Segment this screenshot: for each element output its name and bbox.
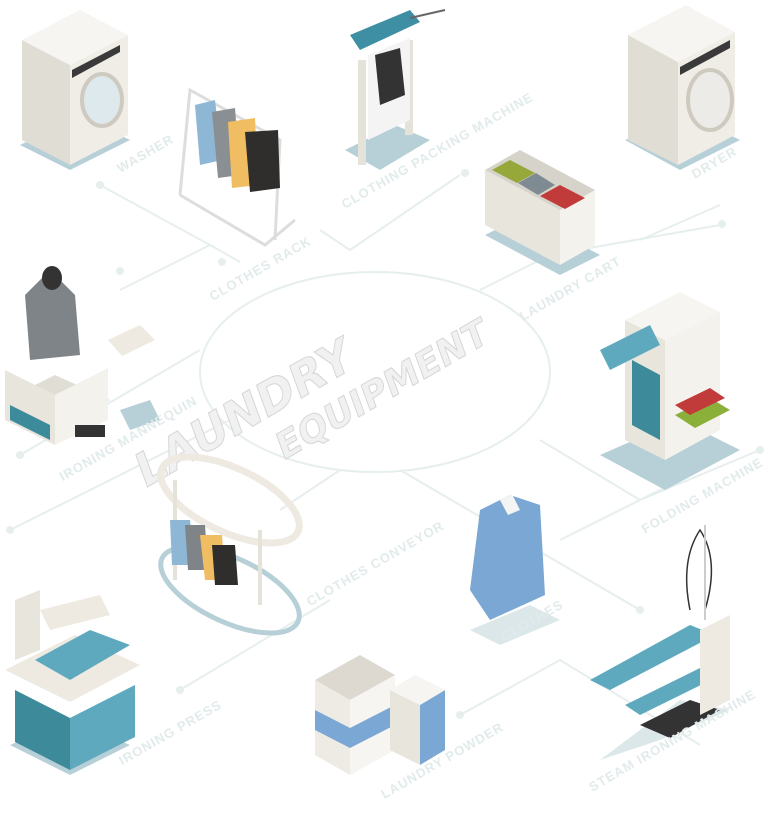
washer-illustration bbox=[20, 10, 130, 170]
ironing-mannequin-illustration bbox=[5, 266, 160, 445]
label-steam-ironing-machine: STEAM IRONING MACHINE bbox=[586, 686, 758, 794]
steam-ironing-machine-illustration bbox=[590, 525, 730, 760]
clothes-illustration bbox=[470, 494, 560, 645]
dryer-illustration bbox=[625, 5, 740, 170]
folding-machine-illustration bbox=[600, 292, 740, 490]
laundry-cart-illustration bbox=[485, 150, 600, 275]
clothing-packing-machine-illustration bbox=[345, 9, 446, 170]
clothes-conveyor-illustration bbox=[157, 453, 303, 636]
label-clothes-conveyor: CLOTHES CONVEYOR bbox=[304, 518, 447, 609]
laundry-powder-illustration bbox=[315, 655, 445, 775]
ironing-press-illustration bbox=[5, 590, 140, 775]
clothes-rack-illustration bbox=[178, 87, 296, 247]
